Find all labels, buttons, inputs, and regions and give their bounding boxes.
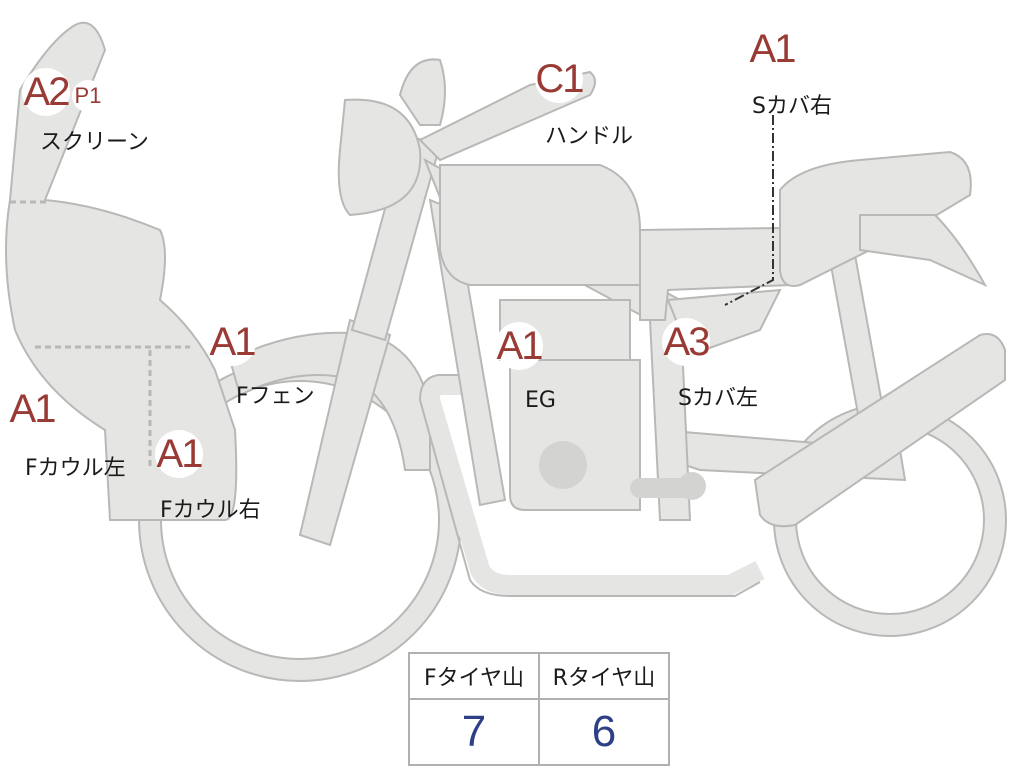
label-f-fender: Fフェン	[236, 384, 315, 409]
label-f-cowl-left: Fカウル左	[25, 456, 126, 481]
front-tire-tread-header: Fタイヤ山	[408, 652, 540, 700]
front-tire-tread-value: 7	[408, 698, 540, 766]
label-s-cover-left: Sカバ左	[678, 386, 758, 411]
grade-s-cover-left: A3	[662, 318, 710, 366]
grade-engine: A1	[495, 322, 543, 370]
label-engine: EG	[525, 388, 556, 413]
front-cowl	[5, 21, 238, 521]
muffler	[753, 333, 1006, 528]
label-f-cowl-right: Fカウル右	[160, 498, 261, 523]
grade-f-fender: A1	[208, 318, 256, 366]
grade-handle: C1	[535, 55, 585, 103]
grade-screen-extra: P1	[72, 80, 104, 112]
headlight	[337, 98, 422, 217]
grade-f-cowl-right: A1	[155, 430, 203, 478]
label-handle: ハンドル	[545, 124, 634, 149]
footpeg-end	[678, 472, 706, 500]
tire-tread-table: Fタイヤ山 Rタイヤ山 7 6	[408, 652, 670, 766]
engine-case	[509, 359, 641, 511]
engine-cover	[539, 441, 587, 489]
exhaust-pipe-outline	[418, 374, 761, 597]
exhaust-pipe	[419, 375, 765, 595]
grade-s-cover-right: A1	[748, 25, 796, 73]
seat-stay	[828, 253, 887, 427]
rear-tire-tread-value: 6	[538, 698, 670, 766]
rear-cowl	[859, 214, 988, 288]
mirror	[398, 58, 446, 126]
label-s-cover-right: Sカバ右	[752, 94, 832, 119]
rear-tire-tread-header: Rタイヤ山	[538, 652, 670, 700]
label-screen: スクリーン	[40, 130, 149, 155]
leader-line	[724, 115, 774, 306]
fuel-tank	[439, 164, 641, 286]
grade-screen: A2	[22, 68, 70, 116]
grade-f-cowl-left: A1	[8, 385, 56, 433]
